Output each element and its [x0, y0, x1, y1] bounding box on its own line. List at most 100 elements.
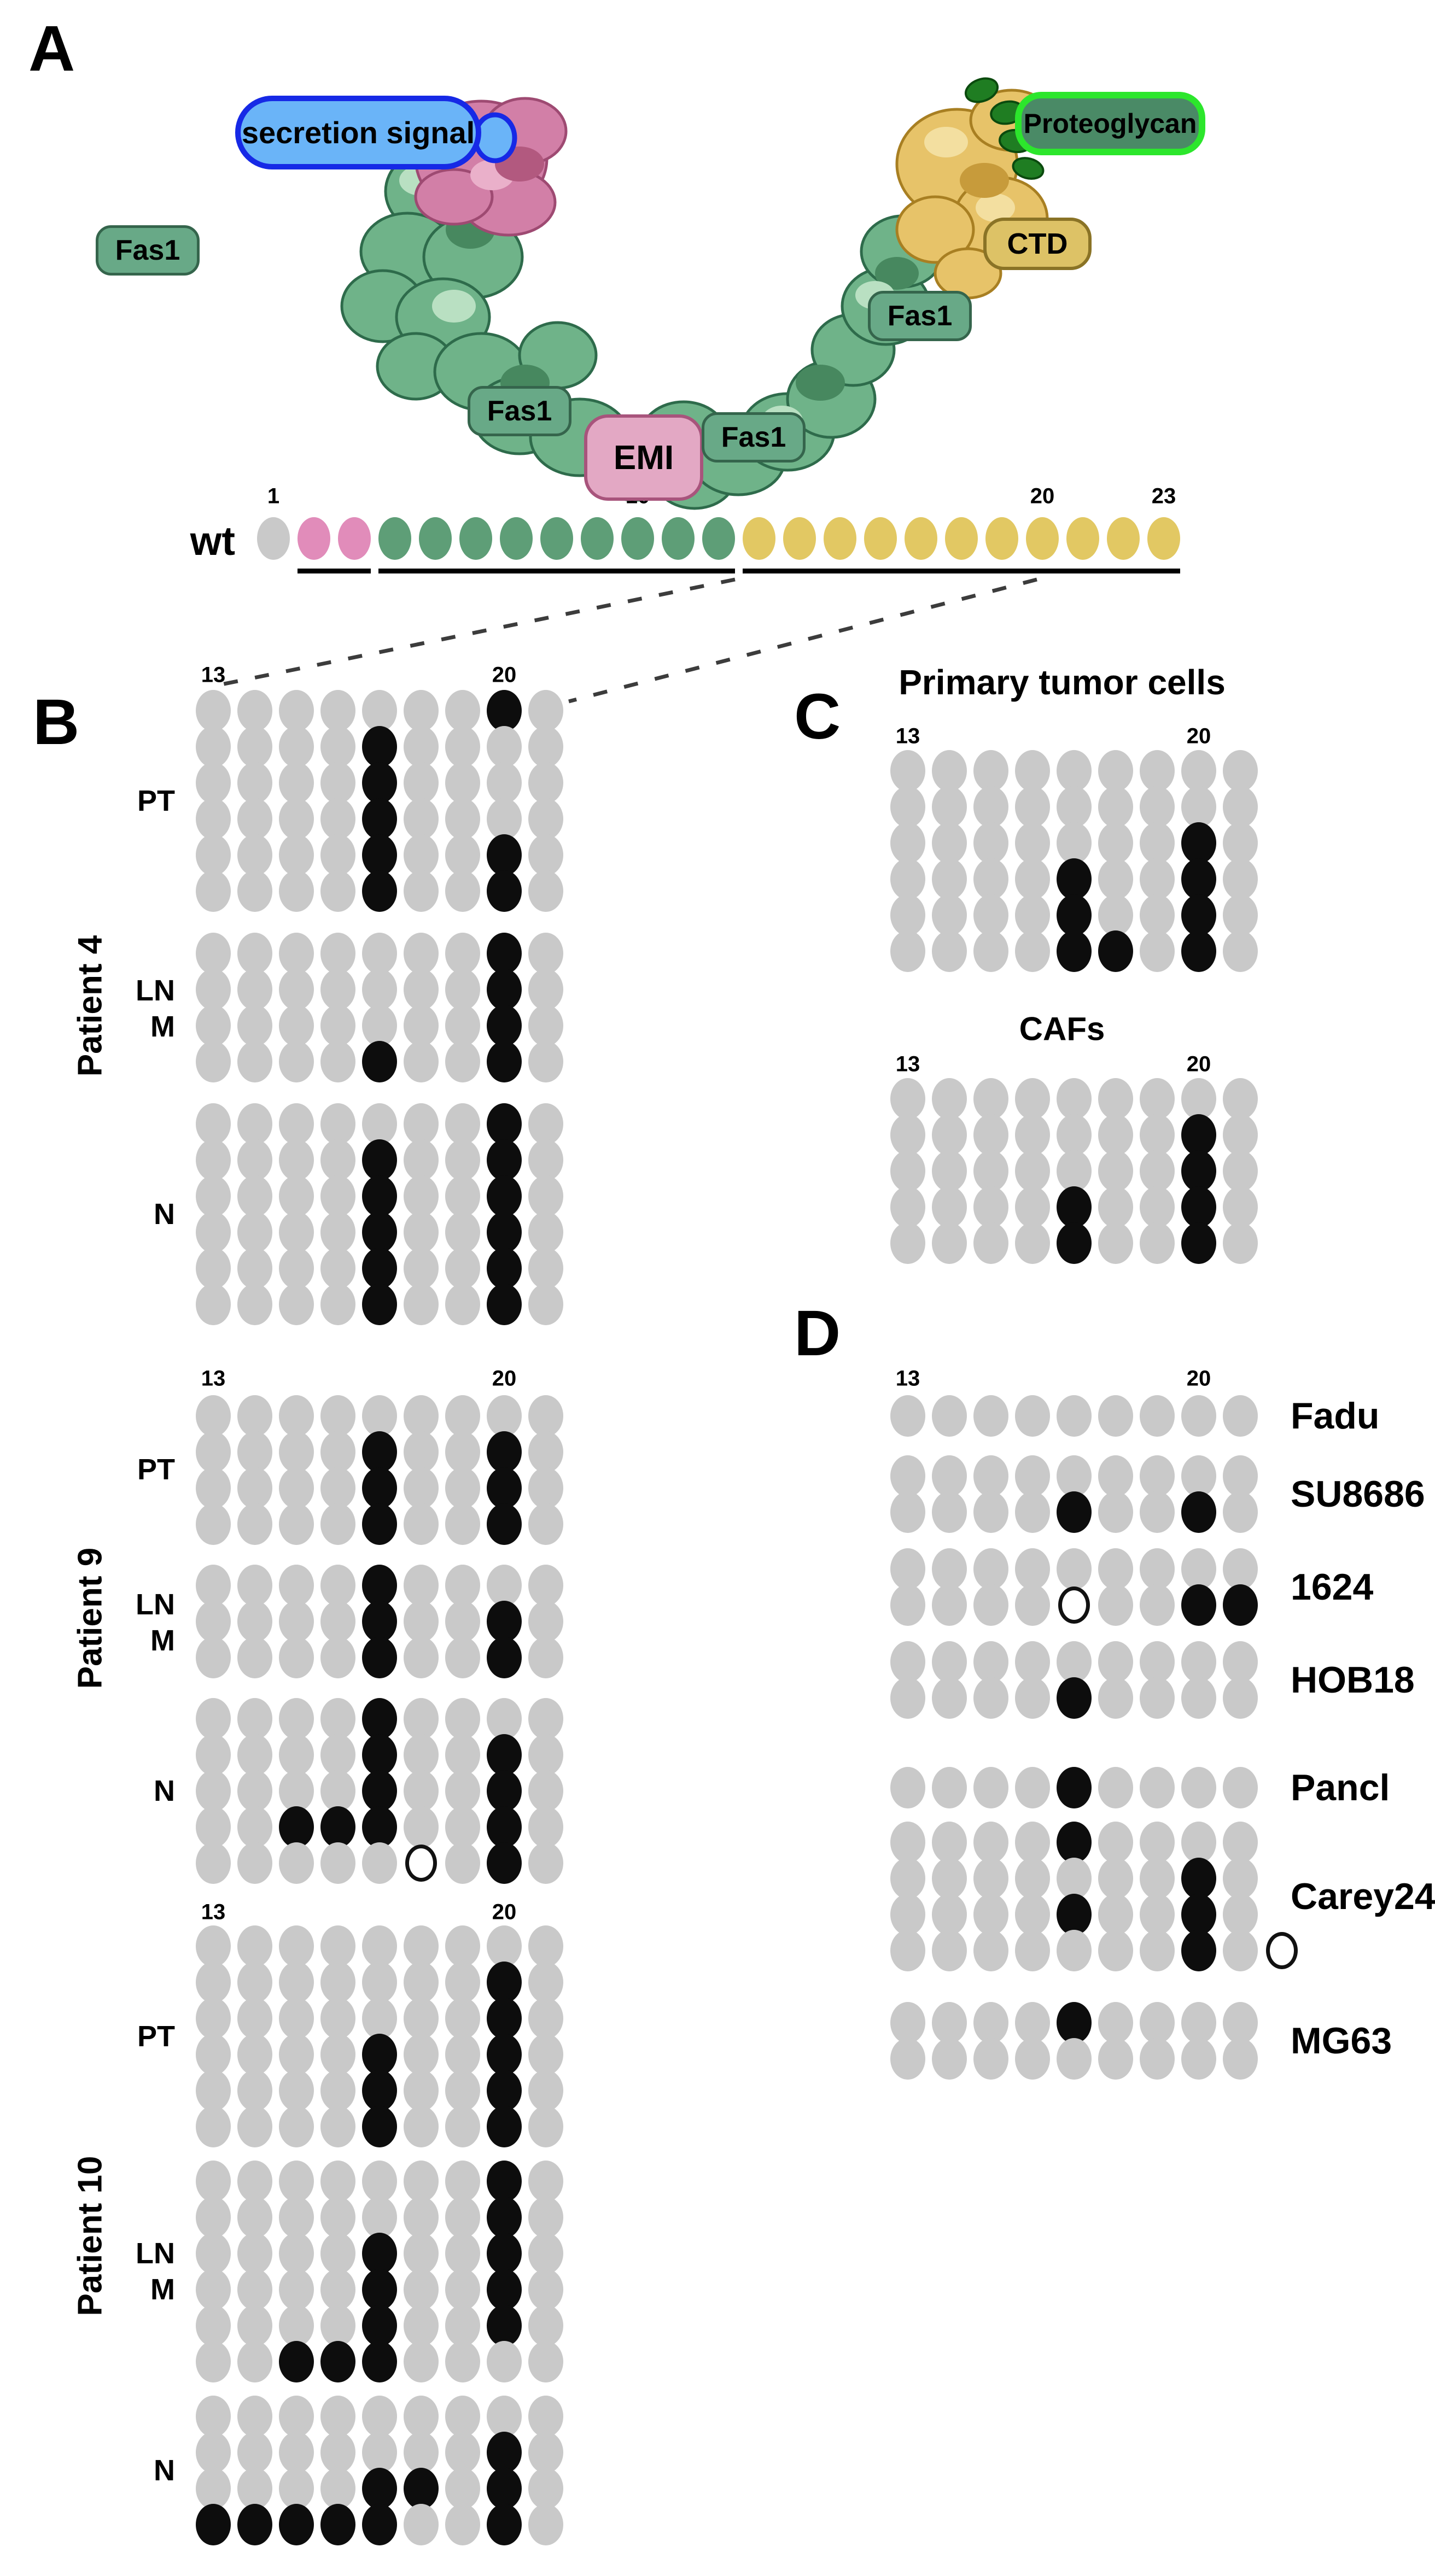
- cpg-dot-methylated: [1057, 1767, 1092, 1808]
- cpg-dot-unmethylated: [973, 1894, 1008, 1935]
- cpg-dot-unmethylated: [196, 933, 231, 974]
- cpg-dot-unmethylated: [1223, 930, 1258, 972]
- cpg-dot-unmethylated: [487, 1395, 522, 1437]
- cpg-dot-unmethylated: [320, 2161, 355, 2202]
- cpg-dot-unmethylated: [279, 2161, 314, 2202]
- cpg-dot-unmethylated: [528, 762, 563, 804]
- cpg-dot-unmethylated: [528, 1698, 563, 1740]
- cpg-dot-unmethylated: [973, 894, 1008, 936]
- fas1-label-2: Fas1: [468, 386, 571, 436]
- cpg-dot-unmethylated: [445, 1962, 480, 2003]
- cpg-dot-unmethylated: [1015, 1455, 1050, 1497]
- cpg-dot-unmethylated: [1181, 1677, 1216, 1719]
- cpg-dot-unmethylated: [1181, 1078, 1216, 1120]
- cpg-dot-unmethylated: [890, 1767, 925, 1808]
- cpg-dot-unmethylated: [1015, 1186, 1050, 1228]
- cpg-dot-unmethylated: [932, 822, 967, 864]
- cpg-dot-unmethylated: [973, 2002, 1008, 2044]
- cpg-dot-methylated: [320, 2504, 355, 2545]
- cpg-dot-methylated: [362, 1637, 397, 1678]
- cpg-dot-unmethylated: [932, 2002, 967, 2044]
- cpg-dot-unmethylated: [196, 1698, 231, 1740]
- cpg-dot-unmethylated: [362, 1103, 397, 1145]
- cpg-dot-unmethylated: [932, 894, 967, 936]
- cpg-dot-unmethylated: [320, 1467, 355, 1509]
- cpg-dot-unmethylated: [237, 1284, 272, 1325]
- cpg-dot-methylated: [362, 2504, 397, 2545]
- cpg-dot-methylated: [487, 2504, 522, 2545]
- cpg-dot-methylated: [362, 1806, 397, 1848]
- cpg-dot-unmethylated: [528, 2197, 563, 2238]
- cpg-dot-methylated: [1057, 1222, 1092, 1264]
- cpg-dot-unmethylated: [1015, 1894, 1050, 1935]
- cpg-dot-unmethylated: [1181, 1548, 1216, 1590]
- cpg-dot-unmethylated: [1223, 822, 1258, 864]
- cpg-dot-unmethylated: [279, 870, 314, 912]
- cpg-dot-unmethylated: [279, 1601, 314, 1642]
- cpg-dot-unmethylated: [320, 1734, 355, 1776]
- cpg-dot-unmethylated: [1057, 786, 1092, 828]
- cpg-dot-methylated: [487, 969, 522, 1010]
- fas1-label-4: Fas1: [868, 291, 972, 341]
- cpg-dot-unmethylated: [404, 726, 439, 768]
- cpg-dot-unmethylated: [528, 1395, 563, 1437]
- cpg-dot-unmethylated: [279, 798, 314, 840]
- cpg-dot-unmethylated: [404, 2161, 439, 2202]
- cpg-dot-unmethylated: [973, 786, 1008, 828]
- cpg-dot-unmethylated: [528, 1139, 563, 1181]
- cpg-dot-unmethylated: [1015, 1150, 1050, 1192]
- cpg-dot-methylated: [279, 2504, 314, 2545]
- cpg-dot-unmethylated: [362, 2432, 397, 2473]
- cpg-dot-unmethylated: [279, 1925, 314, 1967]
- cpg-dot-unmethylated: [1057, 2038, 1092, 2080]
- cpg-dot-unmethylated: [528, 1842, 563, 1884]
- cpg-dot-unmethylated: [404, 2233, 439, 2274]
- cpg-dot-unmethylated: [237, 2197, 272, 2238]
- cpg-dot-unmethylated: [404, 2432, 439, 2473]
- cpg-dot-unmethylated: [237, 1211, 272, 1253]
- cpg-dot-unmethylated: [528, 798, 563, 840]
- cpg-dot-unmethylated: [487, 726, 522, 768]
- cpg-dot-unmethylated: [279, 2106, 314, 2147]
- cell-line-label-fadu: Fadu: [1291, 1395, 1380, 1437]
- cpg-dot-methylated: [1057, 1822, 1092, 1863]
- cpg-dot-unmethylated: [445, 1842, 480, 1884]
- cpg-dot-unmethylated: [1181, 2038, 1216, 2080]
- cpg-dot-methylated: [487, 870, 522, 912]
- cpg-dot-unmethylated: [362, 1998, 397, 2039]
- cpg-dot-unmethylated: [1057, 1858, 1092, 1899]
- cpg-dot-unmethylated: [196, 2197, 231, 2238]
- cpg-dot-unmethylated: [1015, 1114, 1050, 1156]
- ctd-label: CTD: [983, 218, 1092, 270]
- cpg-dot-unmethylated: [973, 858, 1008, 900]
- cpg-dot-unmethylated: [196, 1637, 231, 1678]
- cpg-dot-methylated: [487, 834, 522, 876]
- cpg-dot-methylated: [1181, 1150, 1216, 1192]
- cpg-dot-unmethylated: [279, 2396, 314, 2437]
- cpg-dot-methylated: [362, 1211, 397, 1253]
- cpg-dot-unmethylated: [196, 870, 231, 912]
- cpg-dot-unmethylated: [1181, 1395, 1216, 1437]
- cpg-dot-unmethylated: [973, 1150, 1008, 1192]
- cpg-dot-unmethylated: [320, 2305, 355, 2346]
- cpg-dot-unmethylated: [196, 1139, 231, 1181]
- cpg-dot-unmethylated: [237, 2070, 272, 2111]
- cpg-dot-unmethylated: [196, 2233, 231, 2274]
- cpg-dot-unmethylated: [1223, 1822, 1258, 1863]
- cpg-dot-methylated: [1057, 858, 1092, 900]
- cpg-dot-unmethylated: [404, 969, 439, 1010]
- col-header-13: 13: [895, 724, 920, 748]
- cpg-dot-unmethylated: [404, 1962, 439, 2003]
- cpg-dot-unmethylated: [973, 1822, 1008, 1863]
- cpg-dot-unmethylated: [1098, 1584, 1133, 1626]
- cpg-dot-unmethylated: [279, 2070, 314, 2111]
- cpg-dot-unmethylated: [528, 2269, 563, 2310]
- cpg-dot-unmethylated: [404, 1925, 439, 1967]
- col-header-20: 20: [1186, 1366, 1211, 1391]
- cpg-dot-unmethylated: [528, 1998, 563, 2039]
- cpg-dot-unmethylated: [528, 1734, 563, 1776]
- cpg-dot-unmethylated: [320, 1601, 355, 1642]
- cpg-dot-unmethylated: [1140, 930, 1175, 972]
- cpg-dot-unmethylated: [237, 1601, 272, 1642]
- cpg-dot-unmethylated: [196, 1601, 231, 1642]
